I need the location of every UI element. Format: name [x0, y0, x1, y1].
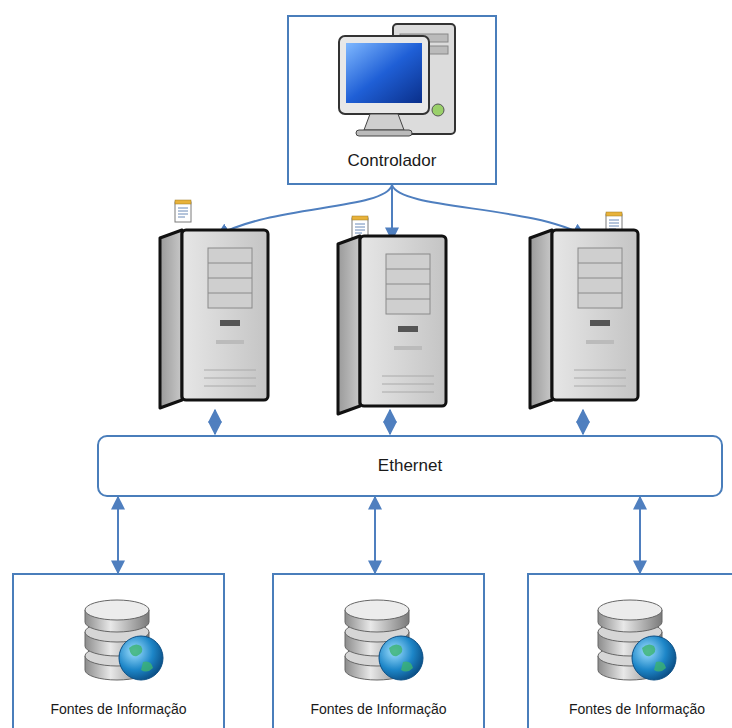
document-icon	[175, 200, 191, 222]
database-icon	[345, 600, 423, 680]
database-icon	[85, 600, 163, 680]
node-label: Fontes de Informação	[50, 701, 186, 717]
server-icon	[530, 230, 638, 408]
node-label: Fontes de Informação	[569, 701, 705, 717]
computer-icon	[339, 24, 455, 136]
node-label: Ethernet	[378, 456, 442, 476]
network-link	[374, 497, 376, 573]
data-source-box: Fontes de Informação	[527, 573, 732, 728]
network-band: Ethernet	[97, 435, 723, 497]
network-link	[639, 497, 641, 573]
network-arrows	[215, 410, 583, 434]
network-link	[117, 497, 119, 573]
database-icon	[598, 600, 676, 680]
control-arrows	[217, 185, 585, 240]
node-label: Controlador	[348, 151, 437, 171]
server-icon	[338, 236, 446, 414]
controller-box: Controlador	[287, 15, 497, 185]
node-label: Fontes de Informação	[310, 701, 446, 717]
server-icon	[160, 230, 268, 408]
data-source-box: Fontes de Informação	[12, 573, 225, 728]
data-source-box: Fontes de Informação	[272, 573, 485, 728]
